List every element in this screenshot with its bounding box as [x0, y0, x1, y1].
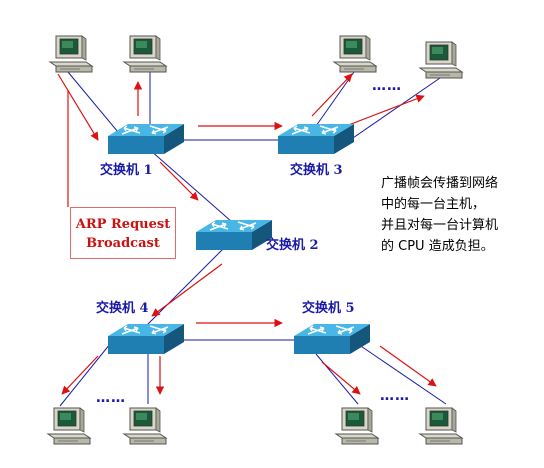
pc-bottom-3 [335, 407, 379, 445]
pc-top-1 [49, 35, 93, 73]
switch-5-label: 交换机 5 [302, 300, 355, 316]
broadcast-note: 广播帧会传播到网络 中的每一台主机， 并且对每一台计算机 的 CPU 造成负担。 [381, 173, 541, 257]
switch-3-label: 交换机 3 [290, 162, 343, 178]
switch-1 [107, 123, 185, 155]
note-line-2: 中的每一台主机， [381, 197, 486, 212]
pc-bottom-1 [47, 407, 91, 445]
switch-2 [195, 219, 273, 251]
ellipsis-bottom-left: …… [96, 390, 126, 406]
ellipsis-top: …… [372, 78, 402, 94]
pc-top-3 [333, 35, 377, 73]
arp-request-label: ARP Request Broadcast [70, 207, 176, 259]
switch-3 [277, 123, 355, 155]
pc-top-2 [123, 35, 167, 73]
note-line-3: 并且对每一台计算机 [381, 218, 499, 233]
switch-4 [107, 323, 185, 355]
arp-line-1: ARP Request [75, 217, 171, 232]
pc-top-4 [419, 41, 463, 79]
switch-5 [293, 323, 371, 355]
arp-line-2: Broadcast [86, 236, 160, 251]
switch-4-label: 交换机 4 [96, 300, 149, 316]
pc-bottom-4 [419, 407, 463, 445]
note-line-4: 的 CPU 造成负担。 [381, 239, 494, 254]
switch-1-label: 交换机 1 [100, 162, 153, 178]
switch-2-label: 交换机 2 [266, 237, 319, 253]
broadcast-arrows [57, 73, 437, 395]
pc-bottom-2 [123, 407, 167, 445]
ellipsis-bottom-right: …… [380, 388, 410, 404]
note-line-1: 广播帧会传播到网络 [381, 176, 499, 191]
